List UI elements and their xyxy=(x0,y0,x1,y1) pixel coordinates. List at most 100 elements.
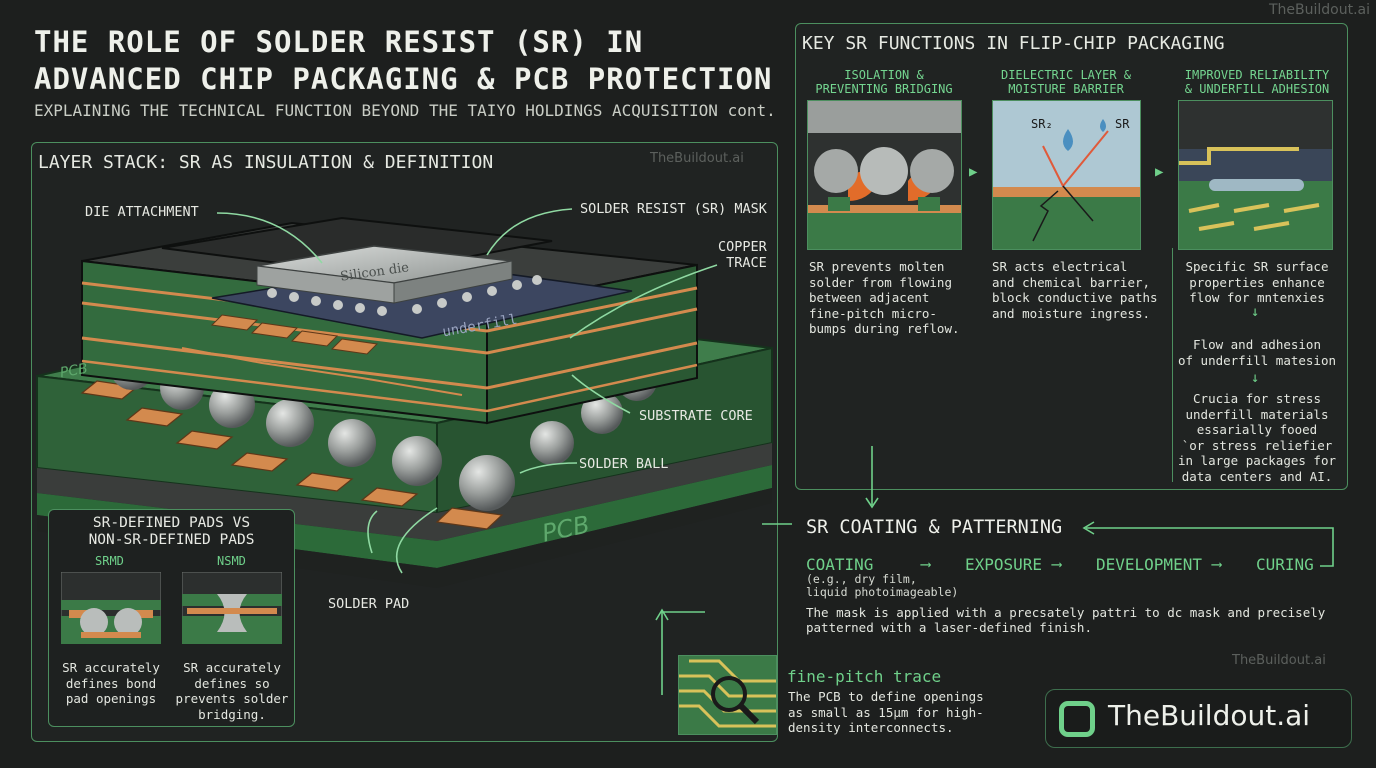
srmd-diagram xyxy=(61,572,161,644)
nsmd-text-line: bridging. xyxy=(198,706,266,722)
nsmd-diagram xyxy=(182,572,282,644)
srmd-label: SRMD xyxy=(95,554,124,568)
label-substrate-core: SUBSTRATE CORE xyxy=(639,408,753,424)
label-copper-line-1: COPPER xyxy=(718,239,767,255)
process-description: The mask is applied with a precsately pa… xyxy=(806,605,1325,635)
pads-panel: SR-DEFINED PADS VS NON-SR-DEFINED PADS S… xyxy=(48,509,295,727)
fine-pitch-diagram xyxy=(679,659,776,728)
label-copper-trace: COPPER TRACE xyxy=(718,239,767,271)
col3-step3-line: data centers and AI. xyxy=(1181,468,1333,484)
pads-heading-line-2: NON-SR-DEFINED PADS xyxy=(88,532,255,548)
nsmd-text-line: SR accurately xyxy=(183,660,281,675)
top-watermark: TheBuildout.ai xyxy=(1268,2,1370,18)
col3-step1-line: properties enhance xyxy=(1189,274,1325,290)
col3-flow xyxy=(1172,248,1337,482)
pcb-pads xyxy=(80,380,504,530)
col2-text-line: and moisture ingress. xyxy=(992,305,1151,321)
col2-text: SR acts electrical and chemical barrier,… xyxy=(992,259,1167,321)
col1-text-line: SR prevents molten xyxy=(809,259,945,274)
title-line-2: ADVANCED CHIP PACKAGING & PCB PROTECTION xyxy=(34,62,773,96)
step-development: DEVELOPMENT xyxy=(1096,555,1202,574)
package-illustration xyxy=(36,208,773,588)
col2-title-line: DIELECTRIC LAYER & xyxy=(1000,68,1132,82)
srmd-text: SR accurately defines bond pad openings xyxy=(61,660,161,707)
srmd-text-line: pad openings xyxy=(65,691,157,706)
col3-step-3: Crucia for stress underfill materials es… xyxy=(1174,391,1340,484)
col3-step2-line: Flow and adhesion xyxy=(1193,337,1321,352)
step-curing: CURING xyxy=(1256,555,1314,574)
leader-lines xyxy=(216,208,718,574)
dielectric-diagram xyxy=(993,101,1140,249)
dielectric-sr-label: SR xyxy=(1115,117,1130,131)
title-line-1: THE ROLE OF SOLDER RESIST (SR) IN xyxy=(34,25,644,59)
col3-step3-line: essarially fooed xyxy=(1196,422,1318,437)
col2-text-line: SR acts electrical xyxy=(992,259,1128,274)
col2-text-line: block conductive paths xyxy=(992,290,1158,305)
col3-step3-line: underfill materials xyxy=(1185,406,1329,422)
die-assembly xyxy=(161,216,633,355)
fine-pitch-image xyxy=(678,655,777,735)
page-title: THE ROLE OF SOLDER RESIST (SR) IN ADVANC… xyxy=(34,24,772,98)
label-copper-line-2: TRACE xyxy=(726,255,767,271)
col3-step3-line: Crucia for stress xyxy=(1193,391,1321,406)
coating-note-line: (e.g., dry film, xyxy=(806,572,917,586)
label-sr-mask: SOLDER RESIST (SR) MASK xyxy=(580,201,767,217)
col3-title: IMPROVED RELIABILITY & UNDERFILL ADHESIO… xyxy=(1172,68,1342,96)
mid-watermark: TheBuildout.ai xyxy=(1232,653,1326,668)
process-arrow-icon: ⟶ xyxy=(1212,555,1222,573)
dielectric-sr2-label: SR₂ xyxy=(1031,117,1053,131)
label-solder-ball: SOLDER BALL xyxy=(579,456,669,472)
pads-heading-line-1: SR-DEFINED PADS VS xyxy=(92,515,251,531)
label-solder-pad: SOLDER PAD xyxy=(328,596,410,612)
col3-step3-line: in large packages for xyxy=(1177,453,1337,468)
col2-title-line: MOISTURE BARRIER xyxy=(1008,82,1124,96)
srmd-text-line: defines bond xyxy=(65,675,157,691)
step-exposure: EXPOSURE xyxy=(965,555,1043,574)
col1-title-line: ISOLATION & xyxy=(844,68,924,82)
underfill-image xyxy=(1178,100,1333,250)
col3-step-2: Flow and adhesion of underfill matesion xyxy=(1176,337,1338,368)
col3-title-line: IMPROVED RELIABILITY xyxy=(1184,68,1330,82)
process-desc-line: The mask is applied with a precsately pa… xyxy=(806,605,1326,620)
functions-panel: KEY SR FUNCTIONS IN FLIP-CHIP PACKAGING … xyxy=(795,23,1348,490)
col1-text-line: bumps during reflow. xyxy=(809,321,960,336)
functions-heading: KEY SR FUNCTIONS IN FLIP-CHIP PACKAGING xyxy=(802,33,1225,54)
nsmd-text-line: prevents solder xyxy=(175,691,289,706)
logo-icon xyxy=(1059,701,1095,737)
fine-pitch-text: The PCB to define openings as small as 1… xyxy=(788,689,984,736)
underfill-diagram xyxy=(1179,101,1332,249)
layer-stack-panel: LAYER STACK: SR AS INSULATION & DEFINITI… xyxy=(31,142,778,742)
fine-pitch-text-line: The PCB to define openings xyxy=(788,689,984,704)
process-arrow-icon: ⟶ xyxy=(1052,555,1062,573)
col2-title: DIELECTRIC LAYER & MOISTURE BARRIER xyxy=(986,68,1146,96)
col1-title-line: PREVENTING BRIDGING xyxy=(815,82,953,96)
col3-step3-line: `or stress reliefier xyxy=(1181,437,1333,453)
process-arrow-icon: ⟶ xyxy=(921,555,931,573)
nsmd-label: NSMD xyxy=(217,554,246,568)
process-desc-line: patterned with a laser-defined finish. xyxy=(806,620,1092,635)
arrow-icon: ▶ xyxy=(969,164,978,180)
brand-name: TheBuildout.ai xyxy=(1108,699,1311,732)
down-arrow-icon: ↓ xyxy=(1251,304,1260,320)
col3-title-line: & UNDERFILL ADHESION xyxy=(1184,82,1330,96)
col1-text-line: solder from flowing xyxy=(809,274,952,290)
process-heading: SR COATING & PATTERNING xyxy=(806,517,1063,538)
fine-pitch-text-line: density interconnects. xyxy=(788,720,954,735)
down-arrow-icon: ↓ xyxy=(1251,370,1260,386)
layer-stack-heading: LAYER STACK: SR AS INSULATION & DEFINITI… xyxy=(38,152,494,173)
arrow-icon: ▶ xyxy=(1155,164,1164,180)
col3-step1-line: Specific SR surface xyxy=(1185,259,1329,274)
step-coating: COATING xyxy=(806,555,874,574)
col2-text-line: and chemical barrier, xyxy=(992,274,1151,290)
srmd-text-line: SR accurately xyxy=(62,660,160,675)
col1-text-line: fine-pitch micro- xyxy=(809,305,937,321)
nsmd-text: SR accurately defines so prevents solder… xyxy=(175,660,289,722)
col1-title: ISOLATION & PREVENTING BRIDGING xyxy=(804,68,964,96)
coating-note: (e.g., dry film, liquid photoimageable) xyxy=(806,573,958,599)
dielectric-image: SR₂ SR xyxy=(992,100,1141,250)
col3-step2-line: of underfill matesion xyxy=(1177,352,1337,368)
page-subtitle: EXPLAINING THE TECHNICAL FUNCTION BEYOND… xyxy=(34,101,776,120)
coating-note-line: liquid photoimageable) xyxy=(806,585,959,599)
nsmd-text-line: defines so xyxy=(194,675,270,691)
col3-step1-line: flow for mntenxies xyxy=(1189,290,1325,305)
